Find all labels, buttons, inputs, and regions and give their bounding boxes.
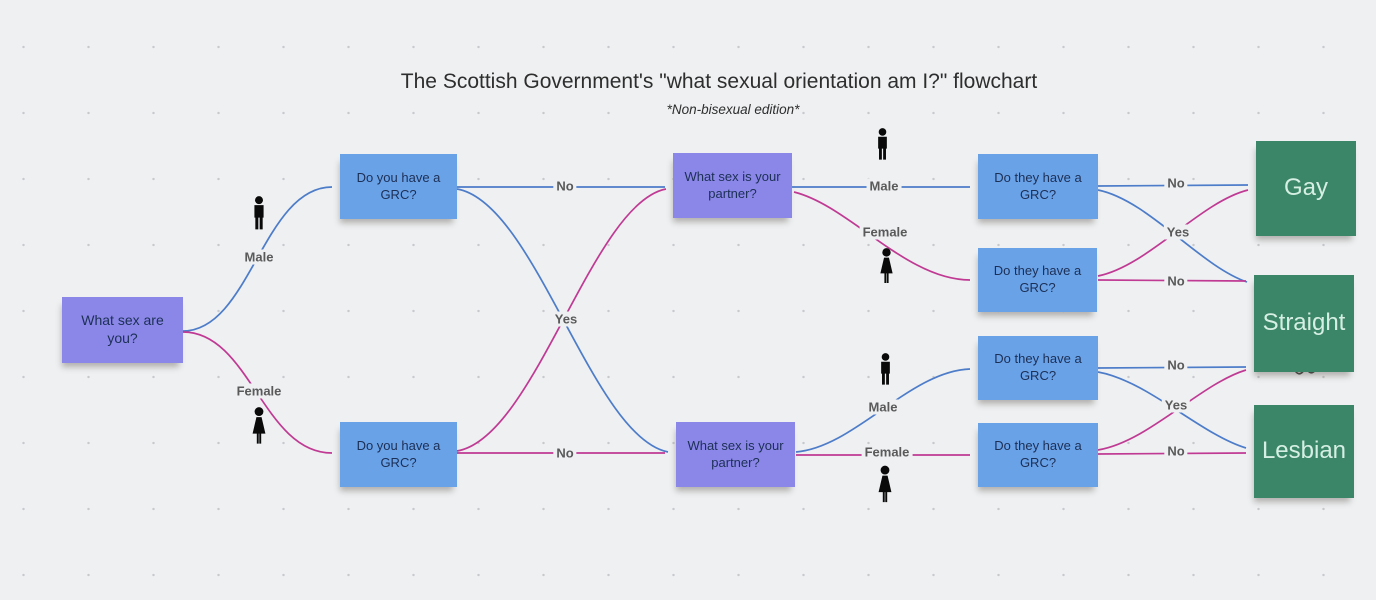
node-do-they-have-grc-4[interactable]: Do they have a GRC? — [978, 423, 1098, 487]
edge-label-female-left: Female — [233, 383, 285, 399]
node-partner-sex-top[interactable]: What sex is your partner? — [673, 153, 792, 218]
edge-label-male-bottom: Male — [865, 399, 901, 415]
edge-label-no-top-left: No — [553, 178, 577, 194]
male-person-icon — [249, 192, 269, 240]
node-partner-sex-bottom[interactable]: What sex is your partner? — [676, 422, 795, 487]
node-do-they-have-grc-3[interactable]: Do they have a GRC? — [978, 336, 1098, 400]
edge-label-yes-left: Yes — [551, 311, 581, 327]
edge-label-no-right-4: No — [1164, 443, 1188, 459]
female-person-icon — [876, 245, 897, 293]
edge-label-male-left: Male — [241, 249, 277, 265]
node-do-you-have-grc-bottom[interactable]: Do you have a GRC? — [340, 422, 457, 487]
male-person-icon — [876, 348, 895, 396]
male-person-icon — [873, 122, 892, 172]
node-do-you-have-grc-top[interactable]: Do you have a GRC? — [340, 154, 457, 219]
node-what-sex-are-you[interactable]: What sex are you? — [62, 297, 183, 363]
edge-label-yes-bottom-right: Yes — [1161, 397, 1191, 413]
edge-label-no-bottom-left: No — [553, 445, 577, 461]
edge-label-no-right-1: No — [1164, 175, 1188, 191]
female-person-icon — [248, 404, 270, 454]
edge-label-female-top: Female — [859, 224, 911, 240]
edge-label-no-right-2: No — [1164, 273, 1188, 289]
node-do-they-have-grc-2[interactable]: Do they have a GRC? — [978, 248, 1097, 312]
edge-label-no-right-3: No — [1164, 357, 1188, 373]
node-outcome-lesbian[interactable]: Lesbian — [1254, 405, 1354, 498]
node-outcome-gay[interactable]: Gay — [1256, 141, 1356, 236]
node-do-they-have-grc-1[interactable]: Do they have a GRC? — [978, 154, 1098, 219]
edge-label-male-top: Male — [866, 178, 902, 194]
female-person-icon — [874, 462, 896, 513]
edge-label-yes-top-right: Yes — [1163, 224, 1193, 240]
edge-female-top — [793, 191, 971, 281]
edge-label-female-bottom: Female — [861, 444, 913, 460]
diagram-title: The Scottish Government's "what sexual o… — [400, 70, 1038, 93]
diagram-subtitle: *Non-bisexual edition* — [666, 102, 800, 117]
node-outcome-straight[interactable]: Straight — [1254, 275, 1354, 372]
